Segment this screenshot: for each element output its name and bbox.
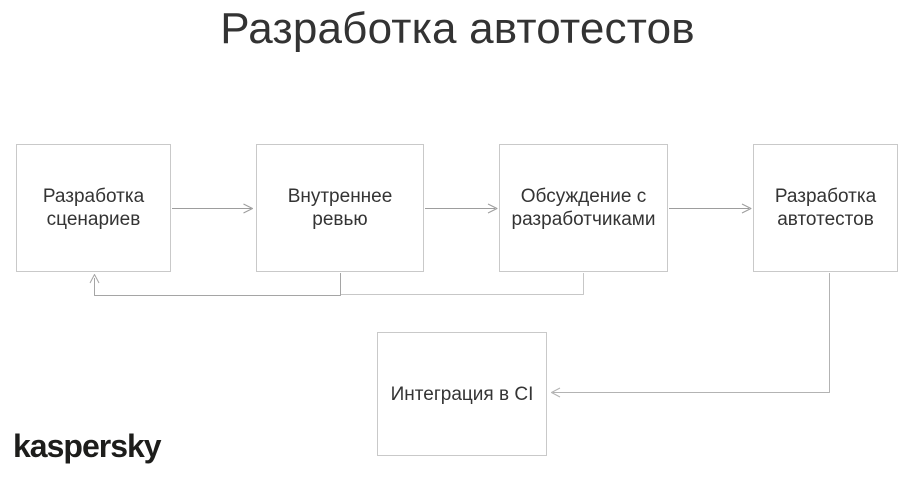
node-internal-review: Внутреннее ревью bbox=[256, 144, 424, 272]
node-dev-discussion: Обсуждение с разработчиками bbox=[499, 144, 668, 272]
arrowhead-left-icon bbox=[551, 387, 561, 398]
node-autotest-dev: Разработка автотестов bbox=[753, 144, 898, 272]
diagram-title: Разработка автотестов bbox=[220, 4, 695, 53]
edge-dev-discussion-to-autotest-dev bbox=[669, 203, 752, 214]
node-dev-discussion-label: Обсуждение с разработчиками bbox=[511, 186, 656, 230]
edge-dev-discussion-to-scenarios bbox=[340, 273, 584, 295]
node-internal-review-label: Внутреннее ревью bbox=[287, 186, 393, 230]
node-autotest-dev-label: Разработка автотестов bbox=[774, 186, 877, 230]
node-ci-integration-label: Интеграция в CI bbox=[390, 383, 534, 405]
arrowhead-right-icon bbox=[487, 203, 498, 214]
node-scenarios-label: Разработка сценариев bbox=[42, 186, 145, 230]
arrowhead-right-icon bbox=[243, 203, 253, 214]
edge-scenarios-to-internal-review bbox=[172, 203, 253, 214]
kaspersky-logo: kaspersky bbox=[13, 428, 162, 464]
node-scenarios: Разработка сценариев bbox=[16, 144, 171, 272]
edge-internal-review-to-dev-discussion bbox=[425, 203, 498, 214]
arrowhead-right-icon bbox=[741, 203, 752, 214]
edge-internal-review-to-scenarios bbox=[89, 273, 341, 296]
arrowhead-up-icon bbox=[89, 274, 100, 284]
node-ci-integration: Интеграция в CI bbox=[377, 332, 547, 456]
edge-autotest-dev-to-ci-integration bbox=[551, 273, 830, 398]
